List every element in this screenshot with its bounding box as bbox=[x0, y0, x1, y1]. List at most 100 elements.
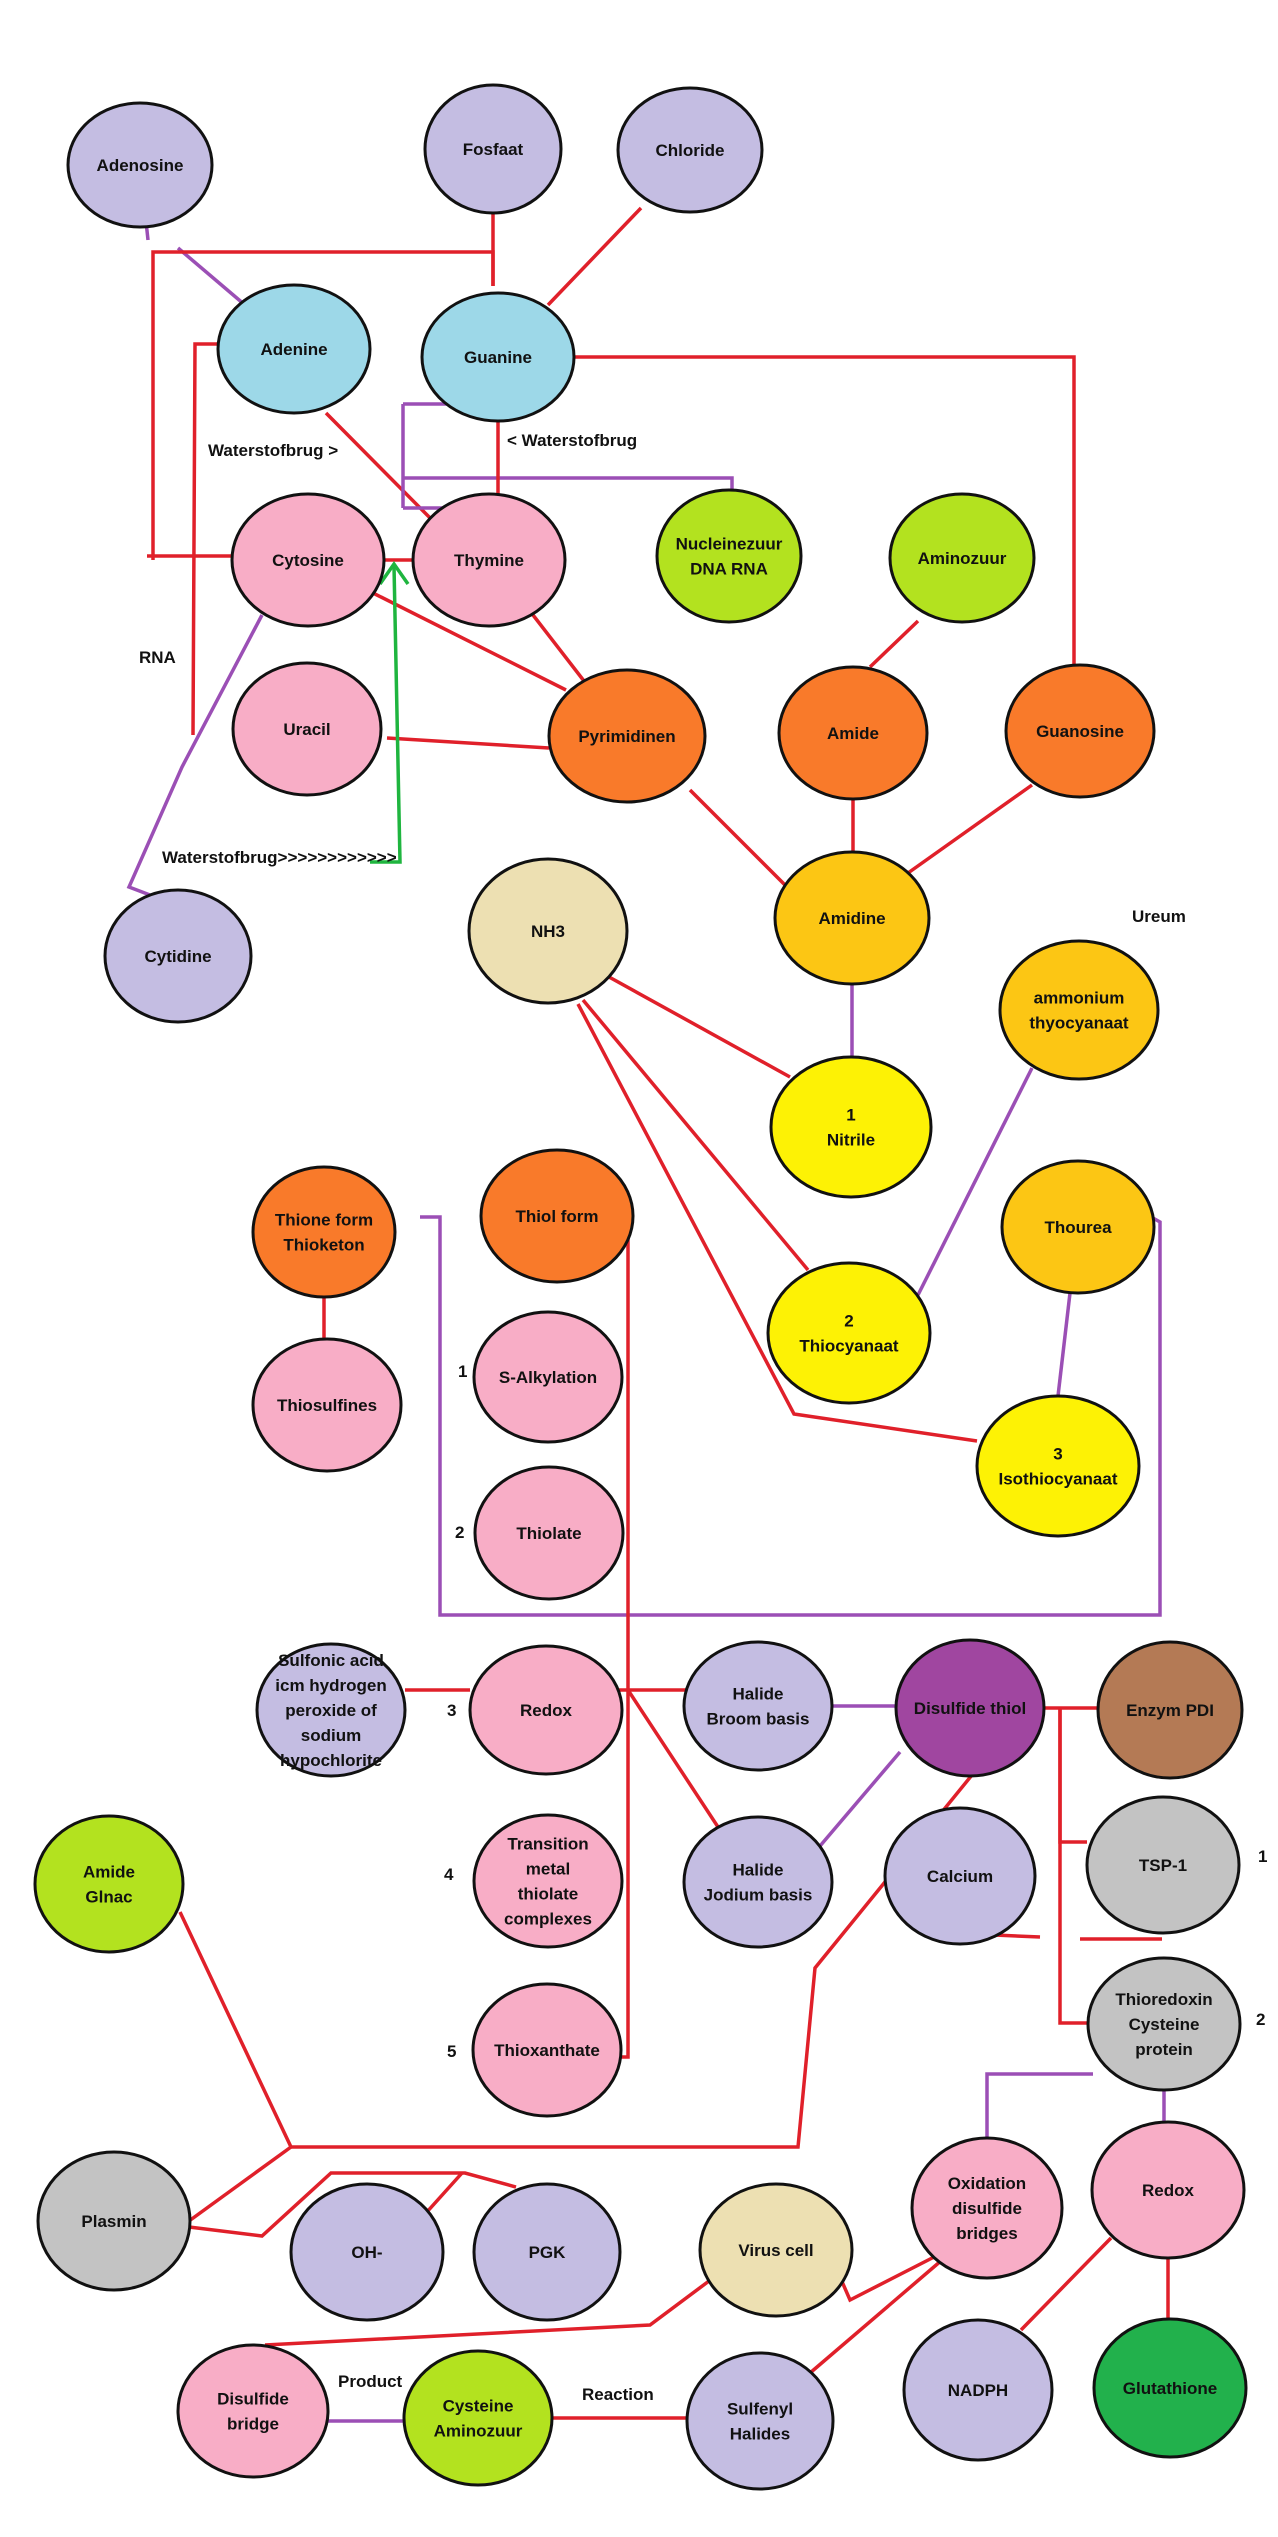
node-redox2-ellipse bbox=[1090, 2120, 1246, 2260]
node-fosfaat-label: Fosfaat bbox=[463, 140, 524, 159]
node-halidejodium-ellipse bbox=[682, 1815, 834, 1949]
red-connector-5 bbox=[191, 342, 218, 736]
node-pyrimidinen: Pyrimidinen bbox=[547, 668, 707, 804]
node-viruscell-label: Virus cell bbox=[738, 2241, 813, 2260]
red-connector-44 bbox=[188, 2171, 517, 2238]
label-num-2: 2 bbox=[455, 1523, 464, 1542]
red-connector-7 bbox=[574, 355, 1076, 668]
node-disulfidebridge-label: bridge bbox=[227, 2415, 279, 2434]
node-thioxanthate-label: Thioxanthate bbox=[494, 2041, 600, 2060]
node-ammonium-ellipse bbox=[998, 939, 1160, 1081]
red-connector-26 bbox=[576, 1003, 978, 1443]
node-aminozuur-ellipse bbox=[888, 492, 1036, 624]
label-rna: RNA bbox=[139, 648, 176, 667]
node-tsp1-ellipse bbox=[1085, 1795, 1241, 1935]
node-transition-ellipse bbox=[472, 1813, 624, 1949]
node-halidejodium-label: Jodium basis bbox=[704, 1886, 813, 1905]
node-viruscell: Virus cell bbox=[698, 2182, 854, 2318]
node-transition-label: Transition bbox=[507, 1835, 588, 1854]
red-connector-22 bbox=[906, 783, 1034, 875]
node-thioxanthate-ellipse bbox=[471, 1982, 623, 2118]
label-num-tsp: 1 bbox=[1258, 1847, 1267, 1866]
node-nitrile-label: Nitrile bbox=[827, 1131, 875, 1150]
node-adenine-label: Adenine bbox=[260, 340, 327, 359]
label-num-1: 1 bbox=[458, 1362, 467, 1381]
red-connector-43 bbox=[187, 2145, 293, 2223]
node-thiocyanaat-label: 2 bbox=[844, 1312, 853, 1331]
node-enzympdi-label: Enzym PDI bbox=[1126, 1701, 1214, 1720]
node-thiolate-label: Thiolate bbox=[516, 1524, 581, 1543]
node-thourea-ellipse bbox=[1000, 1159, 1156, 1295]
node-thiolform-label: Thiol form bbox=[515, 1207, 598, 1226]
node-calcium-ellipse bbox=[883, 1806, 1037, 1946]
purple-connector-36 bbox=[818, 1750, 902, 1848]
node-nadph-ellipse bbox=[902, 2318, 1054, 2462]
node-sulfonic-label: icm hydrogen bbox=[275, 1676, 386, 1695]
node-cysteine-label: Aminozuur bbox=[434, 2422, 523, 2441]
node-adenosine-ellipse bbox=[66, 101, 214, 229]
node-halidebroom-ellipse bbox=[682, 1640, 834, 1772]
label-num-thioredoxin: 2 bbox=[1256, 2010, 1265, 2029]
node-thioredoxin-label: Cysteine bbox=[1129, 2015, 1200, 2034]
label-product: Product bbox=[338, 2372, 403, 2391]
node-thourea-label: Thourea bbox=[1044, 1218, 1112, 1237]
node-sulfonic-label: hypochlorite bbox=[280, 1751, 382, 1770]
node-thymine-ellipse bbox=[411, 492, 567, 628]
node-amidine-ellipse bbox=[773, 850, 931, 986]
node-thiosulfines: Thiosulfines bbox=[251, 1337, 403, 1473]
label-waterstofbrug-left: Waterstofbrug > bbox=[208, 441, 338, 460]
node-glutathione: Glutathione bbox=[1092, 2317, 1248, 2459]
node-cytosine-ellipse bbox=[230, 492, 386, 628]
node-thiosulfines-ellipse bbox=[251, 1337, 403, 1473]
node-thiolform: Thiol form bbox=[479, 1148, 635, 1284]
red-connector-15 bbox=[372, 591, 567, 692]
node-disulfidebridge: Disulfide bridge bbox=[176, 2343, 330, 2479]
red-connector-19 bbox=[688, 788, 787, 887]
node-uracil: Uracil bbox=[231, 661, 383, 797]
purple-connector-11 bbox=[403, 476, 734, 490]
node-ammonium-label: ammonium bbox=[1034, 989, 1125, 1008]
node-amideglnac-ellipse bbox=[33, 1814, 185, 1954]
purple-connector-28 bbox=[1056, 1292, 1072, 1397]
node-disulfidethiol-label: Disulfide thiol bbox=[914, 1699, 1026, 1718]
node-sulfonic-label: sodium bbox=[301, 1726, 361, 1745]
node-redox1-ellipse bbox=[468, 1644, 624, 1776]
node-thioxanthate: Thioxanthate bbox=[471, 1982, 623, 2118]
node-nucleinezuur-label: DNA RNA bbox=[690, 560, 768, 579]
red-connector-3 bbox=[546, 206, 643, 307]
red-connector-54 bbox=[808, 2258, 944, 2375]
red-connector-50 bbox=[264, 2279, 711, 2347]
node-cytidine-ellipse bbox=[103, 888, 253, 1024]
node-thioredoxin-ellipse bbox=[1086, 1956, 1242, 2092]
node-calcium-label: Calcium bbox=[927, 1867, 993, 1886]
node-isothiocyanaat-label: Isothiocyanaat bbox=[998, 1470, 1117, 1489]
node-amidine-label: Amidine bbox=[818, 909, 885, 928]
node-guanosine-ellipse bbox=[1004, 663, 1156, 799]
green-arrow-head bbox=[378, 560, 410, 586]
node-sulfenyl-ellipse bbox=[685, 2351, 835, 2491]
node-plasmin-label: Plasmin bbox=[81, 2212, 146, 2231]
red-connector-40 bbox=[993, 1933, 1041, 1939]
node-aminozuur: Aminozuur bbox=[888, 492, 1036, 624]
label-ureum: Ureum bbox=[1132, 907, 1186, 926]
node-nh3-label: NH3 bbox=[531, 922, 565, 941]
node-chloride-ellipse bbox=[616, 86, 764, 214]
node-plasmin: Plasmin bbox=[36, 2150, 192, 2292]
node-cysteine-ellipse bbox=[402, 2349, 554, 2487]
node-calcium: Calcium bbox=[883, 1806, 1037, 1946]
red-connector-24 bbox=[599, 970, 791, 1079]
node-cytosine: Cytosine bbox=[230, 492, 386, 628]
free-labels: Waterstofbrug > < Waterstofbrug RNA Wate… bbox=[139, 431, 1267, 2404]
node-amideglnac-label: Glnac bbox=[85, 1888, 132, 1907]
node-thione-label: Thioketon bbox=[283, 1236, 364, 1255]
node-nitrile-ellipse bbox=[769, 1055, 933, 1199]
red-connector-25 bbox=[581, 998, 810, 1272]
node-disulfidebridge-ellipse bbox=[176, 2343, 330, 2479]
node-disulfidebridge-label: Disulfide bbox=[217, 2390, 289, 2409]
purple-connector-46 bbox=[985, 2072, 1093, 2138]
node-enzympdi-ellipse bbox=[1096, 1640, 1244, 1780]
node-nucleinezuur-ellipse bbox=[655, 488, 803, 624]
red-connector-38 bbox=[1058, 1708, 1087, 1844]
